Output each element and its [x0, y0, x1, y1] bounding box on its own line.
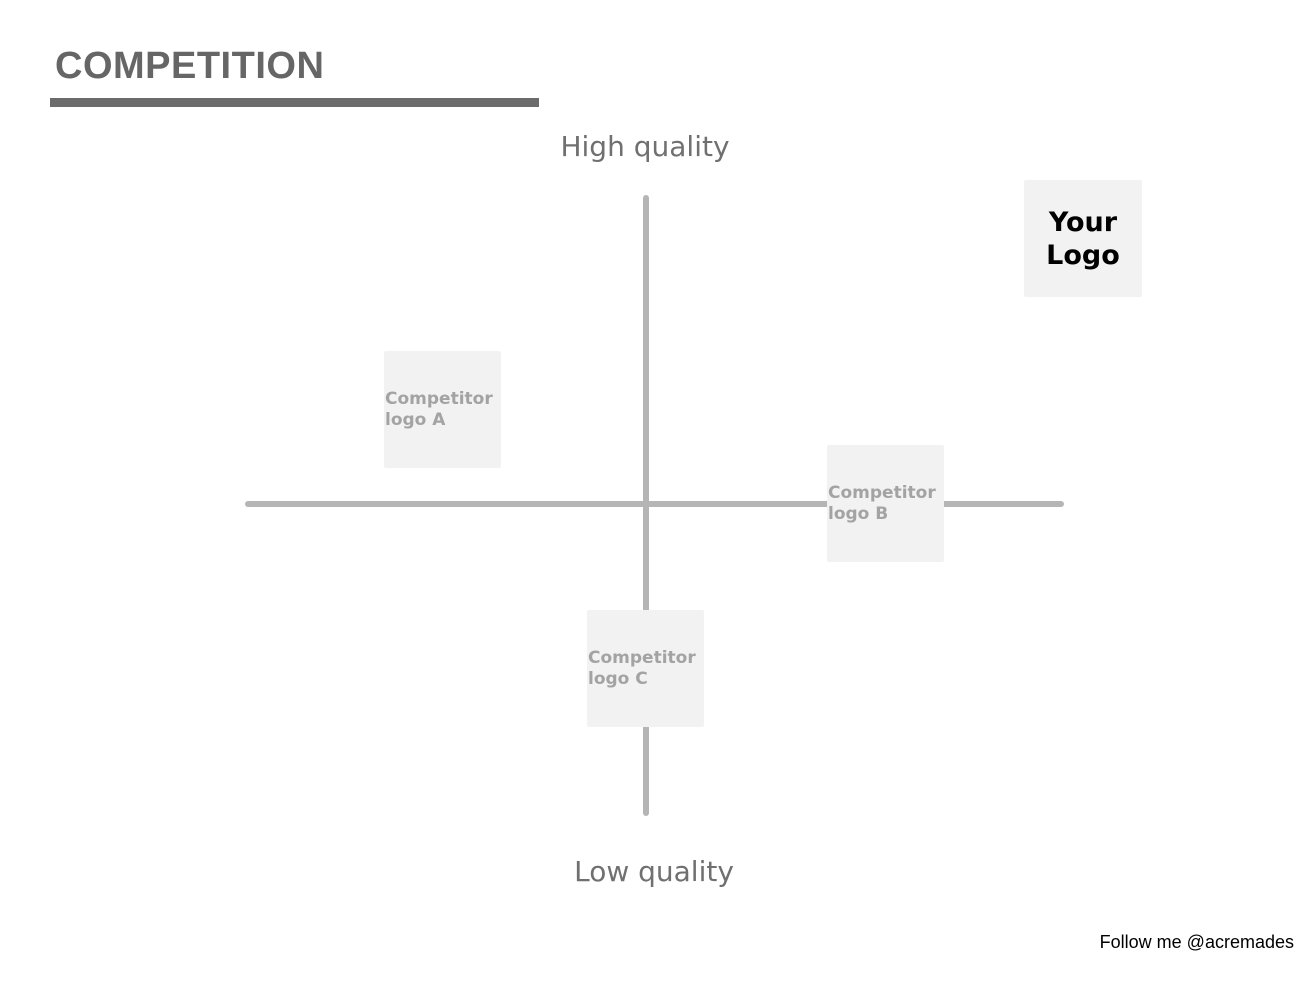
your-logo-label: Your Logo: [1046, 206, 1120, 272]
competitor-logo-c-line2: logo C: [588, 668, 648, 689]
competitor-logo-c: Competitor logo C: [587, 610, 704, 727]
title-underline: [50, 98, 539, 107]
horizontal-axis: [245, 501, 1064, 507]
competitor-logo-b-line2: logo B: [828, 503, 889, 524]
your-logo-line2: Logo: [1046, 239, 1120, 271]
competitor-logo-c-label: Competitor logo C: [587, 648, 696, 690]
your-logo: Your Logo: [1024, 180, 1142, 297]
competitor-logo-a-line1: Competitor: [385, 388, 493, 409]
page-title: COMPETITION: [55, 45, 325, 87]
competitor-logo-b-line1: Competitor: [828, 482, 936, 503]
footer-follow-text: Follow me @acremades: [1099, 932, 1294, 952]
your-logo-line1: Your: [1048, 206, 1118, 238]
competitor-logo-b-label: Competitor logo B: [827, 483, 936, 525]
competitor-logo-a-line2: logo A: [385, 409, 446, 430]
competitor-logo-b: Competitor logo B: [827, 445, 944, 562]
competitor-logo-a-label: Competitor logo A: [384, 389, 493, 431]
competitor-logo-c-line1: Competitor: [588, 647, 696, 668]
axis-label-low-quality: Low quality: [574, 855, 734, 888]
competitor-logo-a: Competitor logo A: [384, 351, 501, 468]
axis-label-high-quality: High quality: [560, 130, 730, 163]
